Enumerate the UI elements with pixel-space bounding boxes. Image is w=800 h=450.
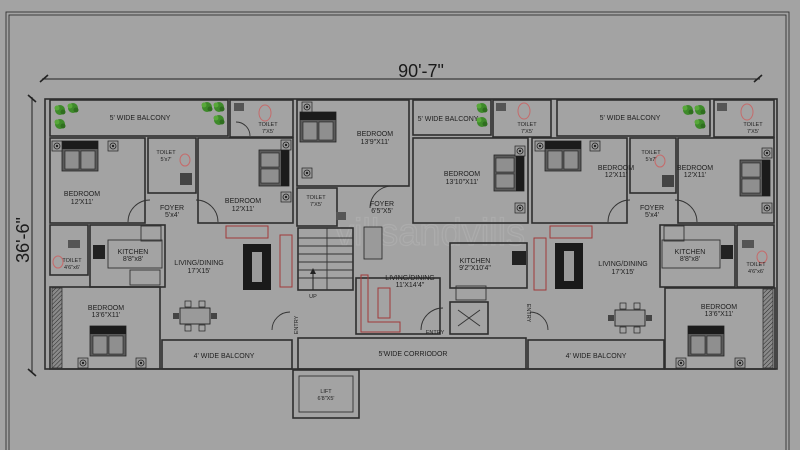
- svg-text:5'x7': 5'x7': [161, 157, 172, 163]
- svg-text:12'X11': 12'X11': [232, 206, 254, 213]
- svg-text:TOILET: TOILET: [743, 122, 763, 128]
- svg-text:8'8"x8': 8'8"x8': [680, 256, 700, 263]
- svg-text:4' WIDE BALCONY: 4' WIDE BALCONY: [566, 353, 627, 360]
- svg-text:9'2"X10'4": 9'2"X10'4": [459, 265, 491, 272]
- svg-text:ENTRY: ENTRY: [525, 304, 531, 323]
- right-unit: 5' WIDE BALCONY TOILET 7'X5' BEDROOM 12'…: [525, 99, 776, 370]
- svg-text:BEDROOM: BEDROOM: [598, 165, 634, 172]
- svg-text:13'9"X11': 13'9"X11': [361, 139, 390, 146]
- svg-text:7'X5': 7'X5': [262, 129, 274, 135]
- svg-text:LIVING/DINING: LIVING/DINING: [598, 261, 647, 268]
- svg-text:4'6"x6': 4'6"x6': [748, 269, 764, 275]
- svg-text:13'10"X11': 13'10"X11': [446, 179, 479, 186]
- center-unit: BEDROOM 13'9"X11' 5' WIDE BALCONY TOILET…: [296, 99, 552, 370]
- svg-text:BEDROOM: BEDROOM: [64, 191, 100, 198]
- svg-text:5'x4': 5'x4': [645, 212, 659, 219]
- svg-text:KITCHEN: KITCHEN: [118, 249, 149, 256]
- svg-text:KITCHEN: KITCHEN: [460, 258, 491, 265]
- svg-text:TOILET: TOILET: [641, 150, 661, 156]
- svg-text:FOYER: FOYER: [160, 205, 184, 212]
- svg-text:TOILET: TOILET: [746, 262, 766, 268]
- svg-text:TOILET: TOILET: [517, 122, 537, 128]
- svg-text:8'8"x8': 8'8"x8': [123, 256, 143, 263]
- left-unit: 5' WIDE BALCONY TOILET 7'X5' BEDROOM 12'…: [49, 99, 300, 370]
- svg-text:4' WIDE BALCONY: 4' WIDE BALCONY: [194, 353, 255, 360]
- svg-text:TOILET: TOILET: [258, 122, 278, 128]
- svg-text:FOYER: FOYER: [640, 205, 664, 212]
- svg-text:12'X11': 12'X11': [71, 199, 93, 206]
- svg-text:7'X5': 7'X5': [747, 129, 759, 135]
- svg-text:BEDROOM: BEDROOM: [225, 198, 261, 205]
- depth-dimension: 36'-6": [13, 94, 37, 377]
- svg-text:ENTRY: ENTRY: [294, 315, 300, 334]
- svg-text:12'X11': 12'X11': [684, 172, 706, 179]
- svg-text:17'X15': 17'X15': [612, 269, 635, 276]
- svg-text:TOILET: TOILET: [156, 150, 176, 156]
- svg-text:LIVING/DINING: LIVING/DINING: [174, 260, 223, 267]
- lift: LIFT 6'8"X5': [292, 369, 360, 419]
- corridor-label: 5'WIDE CORRIODOR: [378, 351, 447, 358]
- svg-text:BEDROOM: BEDROOM: [88, 305, 124, 312]
- width-dimension: 90'-7": [39, 61, 763, 83]
- svg-text:TOILET: TOILET: [306, 195, 326, 201]
- svg-text:6'8"X5': 6'8"X5': [318, 396, 335, 402]
- staircase: UP: [297, 227, 354, 300]
- svg-text:5' WIDE BALCONY: 5' WIDE BALCONY: [418, 116, 479, 123]
- svg-text:7'X5': 7'X5': [310, 202, 322, 208]
- svg-text:BEDROOM: BEDROOM: [677, 165, 713, 172]
- svg-text:11'X14'4": 11'X14'4": [396, 282, 425, 289]
- depth-dimension-label: 36'-6": [13, 217, 33, 263]
- svg-text:12'X11': 12'X11': [605, 172, 627, 179]
- svg-text:KITCHEN: KITCHEN: [675, 249, 706, 256]
- svg-text:FOYER: FOYER: [370, 201, 394, 208]
- svg-text:BEDROOM: BEDROOM: [444, 171, 480, 178]
- svg-text:5' WIDE BALCONY: 5' WIDE BALCONY: [600, 115, 661, 122]
- svg-text:UP: UP: [309, 294, 317, 300]
- left-balcony-top-label: 5' WIDE BALCONY: [110, 115, 171, 122]
- svg-text:6'5"X5': 6'5"X5': [371, 208, 393, 215]
- left-balcony-top: [49, 99, 229, 137]
- svg-text:LIFT: LIFT: [320, 389, 332, 395]
- svg-text:LIVING/DINING: LIVING/DINING: [385, 275, 434, 282]
- svg-text:BEDROOM: BEDROOM: [701, 304, 737, 311]
- sheet-border: [5, 11, 790, 450]
- svg-text:5'x7': 5'x7': [646, 157, 657, 163]
- svg-text:17'X15': 17'X15': [188, 268, 211, 275]
- watermark-text: villsandvills: [335, 212, 525, 254]
- svg-text:5'x4': 5'x4': [165, 212, 179, 219]
- svg-text:13'6"X11': 13'6"X11': [92, 312, 121, 319]
- svg-text:ENTRY: ENTRY: [426, 330, 445, 336]
- svg-text:BEDROOM: BEDROOM: [357, 131, 393, 138]
- svg-text:7'X5': 7'X5': [521, 129, 533, 135]
- svg-text:4'6"x6': 4'6"x6': [64, 265, 80, 271]
- svg-text:TOILET: TOILET: [62, 258, 82, 264]
- svg-text:13'6"X11': 13'6"X11': [705, 311, 734, 318]
- width-dimension-label: 90'-7": [398, 61, 444, 81]
